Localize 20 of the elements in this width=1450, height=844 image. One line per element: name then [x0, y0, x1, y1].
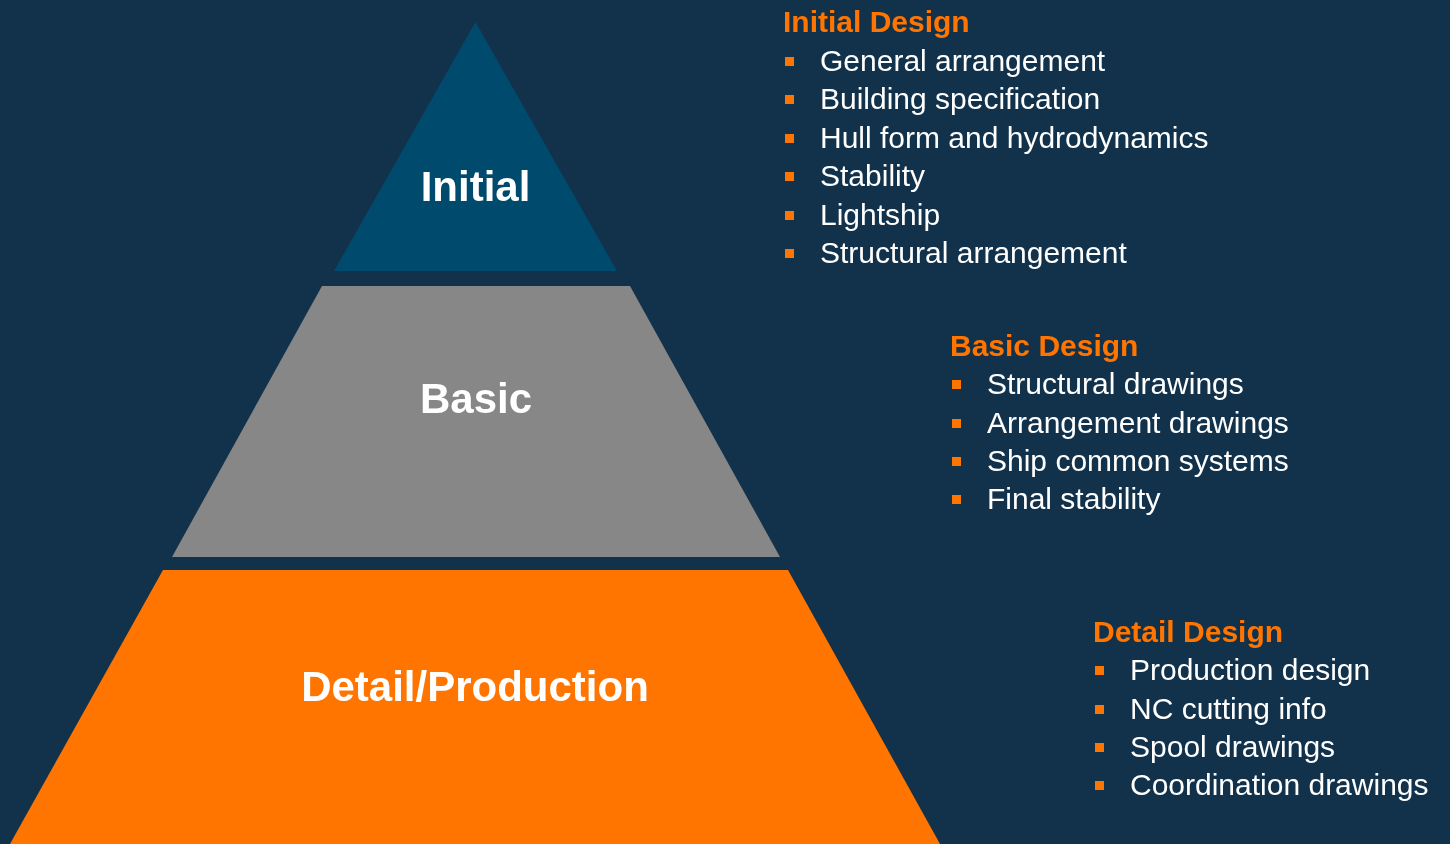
- list-item: Building specification: [820, 82, 1101, 116]
- list-item: Production design: [1130, 653, 1371, 688]
- section-heading: Detail Design: [1093, 615, 1284, 649]
- section-heading: Basic Design: [950, 329, 1139, 363]
- list-item: Arrangement drawings: [987, 405, 1289, 440]
- list-item: Hull form and hydrodynamics: [820, 120, 1209, 155]
- tier-label: Detail/Production: [301, 663, 649, 710]
- list-item: NC cutting info: [1130, 691, 1327, 726]
- section-heading: Initial Design: [783, 5, 970, 39]
- list-item: General arrangement: [820, 43, 1106, 78]
- tier-label: Initial: [420, 163, 531, 210]
- list-item: Structural arrangement: [820, 236, 1127, 270]
- list-item: Ship common systems: [987, 443, 1289, 478]
- list-item: Final stability: [987, 482, 1161, 517]
- tier-label: Basic: [419, 375, 533, 422]
- list-item: Structural drawings: [987, 367, 1244, 402]
- list-item: Spool drawings: [1130, 729, 1336, 764]
- list-item: Lightship: [820, 197, 941, 232]
- list-item: Coordination drawings: [1130, 768, 1429, 803]
- list-item: Stability: [820, 159, 926, 193]
